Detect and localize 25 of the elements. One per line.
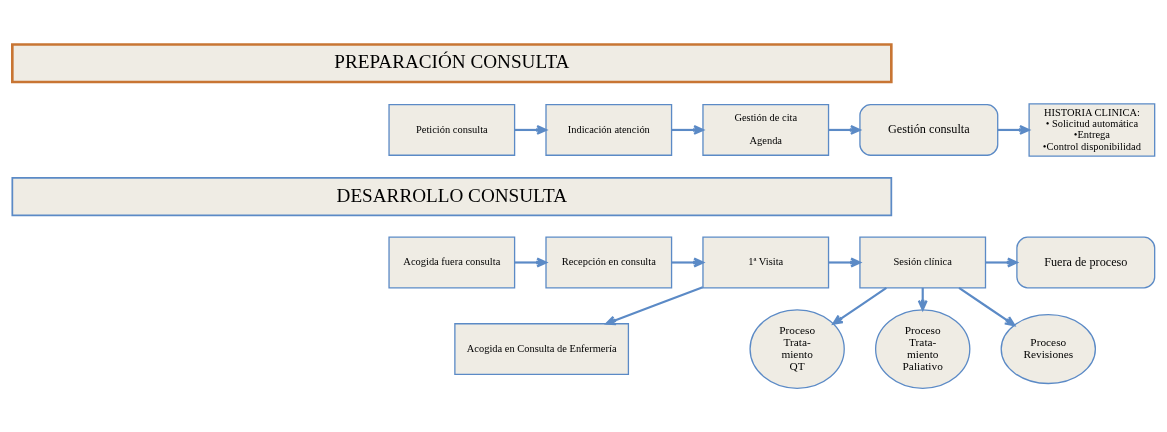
arrow [828,257,861,267]
node-box: Gestión consulta [859,103,999,156]
arrow [985,257,1018,267]
node-box: Gestión de cita Agenda [702,103,830,156]
node-box: Acogida fuera consulta [388,236,516,288]
node-ellipse: Proceso Trata- miento Paliativo [874,308,971,389]
node-box: DESARROLLO CONSULTA [11,176,893,216]
node-box: Recepción en consulta [545,236,673,288]
arrow [832,286,887,325]
arrow [514,124,547,135]
node-box: 1ª Visita [702,236,830,288]
arrow [671,124,704,135]
arrow [671,257,704,267]
node-box: Sesión clínica [859,236,987,288]
node-box: HISTORIA CLINICA: • Solicitud automática •Entrega •Control disponibilidad [1028,102,1156,157]
arrow [828,124,861,135]
arrow [997,124,1030,135]
arrow [605,285,704,325]
arrow [958,286,1016,326]
node-box: Indicación atención [545,103,673,156]
node-box: Petición consulta [388,103,516,156]
arrow [514,257,547,267]
node-box: Acogida en Consulta de Enfermería [454,322,630,375]
node-box: PREPARACIÓN CONSULTA [11,42,893,83]
node-box: Fuera de proceso [1016,236,1156,288]
